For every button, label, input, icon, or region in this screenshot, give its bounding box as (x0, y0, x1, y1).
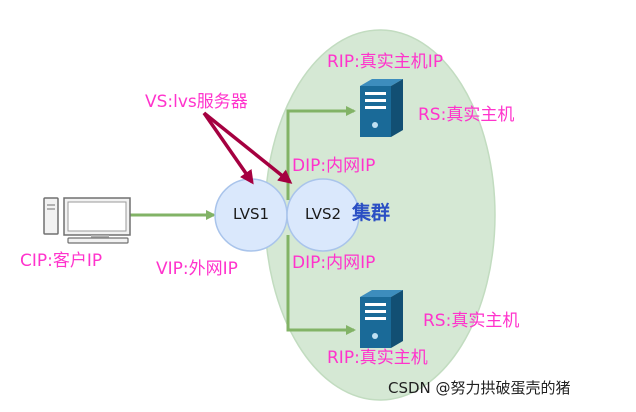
cluster-label: 集群 (352, 202, 391, 224)
watermark: CSDN @努力拱破蛋壳的猪 (388, 379, 571, 397)
lvs2-label: LVS2 (305, 205, 342, 223)
rs-bottom-label: RS:真实主机 (423, 311, 520, 331)
vip-label: VIP:外网IP (156, 259, 238, 279)
rip-bottom-label: RIP:真实主机 (327, 348, 428, 368)
server-tower-icon-bottom (360, 290, 403, 348)
vs-label: VS:lvs服务器 (145, 92, 248, 112)
server-tower-icon-top (360, 79, 403, 137)
arrow-lvs-to-server-bottom (286, 235, 356, 335)
desktop-computer-icon (43, 197, 131, 244)
dip-bottom-label: DIP:内网IP (292, 253, 376, 273)
arrow-vs-to-lvs2 (202, 111, 293, 184)
rip-top-label: RIP:真实主机IP (327, 52, 444, 72)
lvs1-label: LVS1 (233, 205, 270, 223)
cip-label: CIP:客户IP (20, 251, 103, 271)
arrow-vs-to-lvs1 (202, 112, 254, 185)
rs-top-label: RS:真实主机 (418, 105, 515, 125)
lvs2-node (286, 178, 360, 252)
dip-top-label: DIP:内网IP (292, 156, 376, 176)
